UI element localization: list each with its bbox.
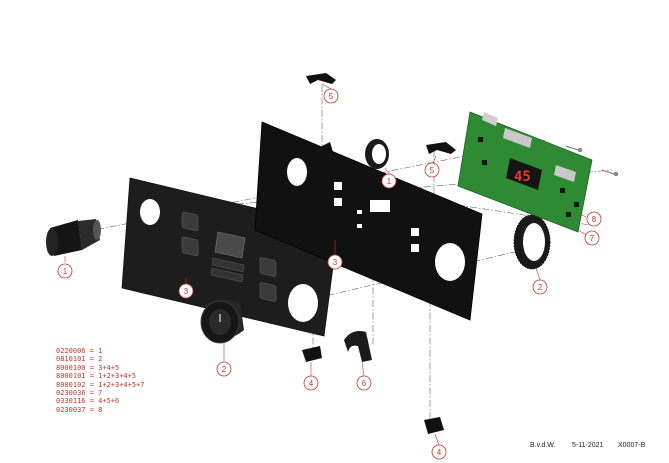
svg-text:2: 2 [538,283,543,292]
legend-entry: 0330116 = 4+5+6 [56,397,120,406]
knob-part [200,299,244,344]
svg-text:5: 5 [329,92,334,101]
bezel-ring-part [365,139,389,169]
svg-text:8: 8 [592,215,597,224]
footer-date: 5-11-2021 [572,442,604,449]
svg-text:1: 1 [387,177,392,186]
callout-plug-left: 1 [57,263,73,279]
part-number-legend: 0220006 = 1 0810101 = 2 8000100 = 3+4+5 … [56,347,145,414]
callout-clip-bottom-right: 4 [431,444,447,460]
callout-screw-lower: 7 [584,230,600,246]
callout-bracket: 6 [356,375,372,391]
svg-text:4: 4 [309,379,314,388]
svg-text:5: 5 [430,166,435,175]
legend-entry: 8000101 = 1+2+3+4+5 [56,372,137,381]
pcb-part: 45 [457,111,593,233]
legend-entry: 0230037 = 8 [56,405,103,414]
callout-clip-bottom-left: 4 [303,375,319,391]
svg-text:4: 4 [437,448,442,457]
callout-leaders [64,83,589,446]
plug-part [46,219,101,256]
svg-text:1: 1 [63,267,68,276]
callout-ring-right: 2 [532,279,548,295]
svg-text:6: 6 [362,379,367,388]
footer-drawing-number: X0007-B [618,442,646,449]
legend-entry: 8000100 = 3+4+5 [56,363,120,372]
clip-parts [302,73,456,434]
footer-author: B.v.d.W. [530,442,556,449]
mount-plate-part [254,121,483,321]
callout-clip-top-left: 5 [323,88,339,104]
svg-text:7: 7 [590,234,595,243]
callout-bezel-top: 1 [381,173,397,189]
legend-entry: 0810101 = 2 [56,355,103,364]
legend-entry: 8000102 = 1+2+3+4+5+7 [56,380,145,389]
callout-mount-plate: 3 [327,254,343,270]
svg-text:2: 2 [222,365,227,374]
callout-knob: 2 [216,361,232,377]
bracket-part [344,331,372,362]
callout-screw-upper: 8 [586,211,602,227]
callout-clip-top-right: 5 [424,162,440,178]
legend-entry: 0230036 = 7 [56,389,103,398]
svg-text:3: 3 [333,258,338,267]
threaded-ring-part [513,214,551,270]
pcb-display-readout: 45 [514,169,531,185]
svg-text:3: 3 [184,287,189,296]
screw-parts [565,145,619,177]
callout-faceplate: 3 [178,283,194,299]
legend-entry: 0220006 = 1 [56,347,103,355]
